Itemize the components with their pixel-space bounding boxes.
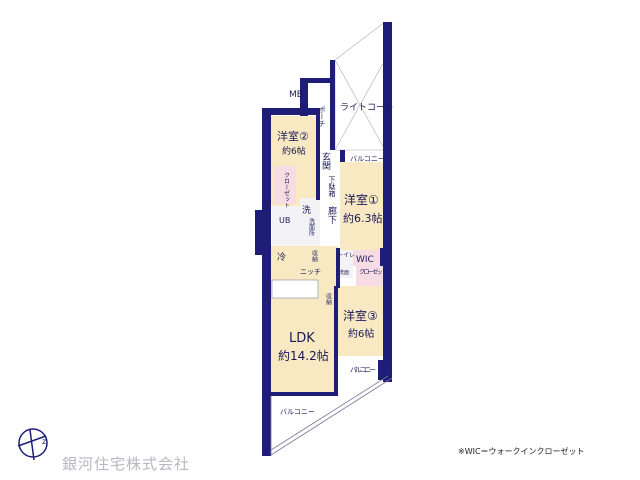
label-mb: MB bbox=[289, 90, 303, 100]
light-court bbox=[334, 21, 386, 151]
room-western3 bbox=[338, 286, 390, 356]
label-balcony-bottom: バルコニー bbox=[280, 408, 315, 416]
label-western3: 洋室③ bbox=[343, 308, 378, 323]
label-ldk: LDK bbox=[289, 331, 315, 346]
label-hallway: 廊下 bbox=[326, 205, 337, 225]
label-western3-size: 約6帖 bbox=[348, 327, 374, 340]
room-closet3 bbox=[356, 266, 390, 286]
label-closet3-a: クローゼット bbox=[359, 268, 387, 276]
label-western2: 洋室② bbox=[277, 129, 309, 143]
label-toilet: トイレ bbox=[337, 252, 355, 259]
label-fridge: 冷 bbox=[277, 251, 286, 263]
label-toilet-sub: 洗面 bbox=[339, 269, 349, 276]
room-fills bbox=[270, 116, 390, 396]
room-ub bbox=[272, 206, 300, 246]
company-name: 銀河住宅株式会社 bbox=[62, 455, 191, 473]
label-ldk-size: 約14.2帖 bbox=[278, 348, 329, 363]
label-balcony-small: バルコニー bbox=[350, 366, 376, 374]
label-wic: WIC bbox=[356, 255, 374, 265]
kitchen-counter bbox=[271, 279, 319, 299]
room-labels: MB ポーチ ライトコート 洋室② 約6帖 玄関 下駄箱 バルコニー 洋室① 約… bbox=[277, 90, 394, 416]
label-western1: 洋室① bbox=[344, 192, 379, 207]
label-closet2: クローゼット bbox=[283, 172, 290, 208]
walls bbox=[255, 22, 392, 456]
label-porch: ポーチ bbox=[318, 106, 326, 127]
label-niche: ニッチ bbox=[300, 268, 321, 276]
svg-text:z: z bbox=[42, 437, 46, 446]
wic-note: ※WIC＝ウォークインクローゼット bbox=[458, 447, 585, 456]
label-washroom-b: 洗面所 bbox=[308, 217, 315, 237]
label-storage1: 収納 bbox=[311, 250, 318, 263]
room-hallway bbox=[322, 176, 340, 266]
label-western1-size: 約6.3帖 bbox=[343, 211, 383, 225]
room-closet2 bbox=[274, 166, 296, 204]
bird-compass-logo-icon: z bbox=[17, 428, 48, 461]
label-light-court: ライトコート bbox=[340, 102, 394, 113]
label-shoe-box: 下駄箱 bbox=[328, 176, 336, 198]
room-washroom bbox=[300, 198, 320, 246]
room-wic bbox=[353, 250, 380, 266]
room-ldk bbox=[270, 246, 338, 396]
label-washroom-a: 洗 bbox=[300, 204, 311, 215]
label-entrance: 玄関 bbox=[320, 151, 331, 171]
balcony-edge bbox=[270, 375, 393, 456]
label-ub: UB bbox=[279, 216, 290, 225]
label-balcony-top: バルコニー bbox=[350, 155, 385, 163]
label-storage2: 収納 bbox=[325, 293, 332, 306]
room-toilet bbox=[337, 250, 353, 278]
room-western1 bbox=[340, 162, 384, 250]
label-western2-size: 約6帖 bbox=[282, 145, 306, 157]
room-entrance bbox=[320, 146, 340, 176]
